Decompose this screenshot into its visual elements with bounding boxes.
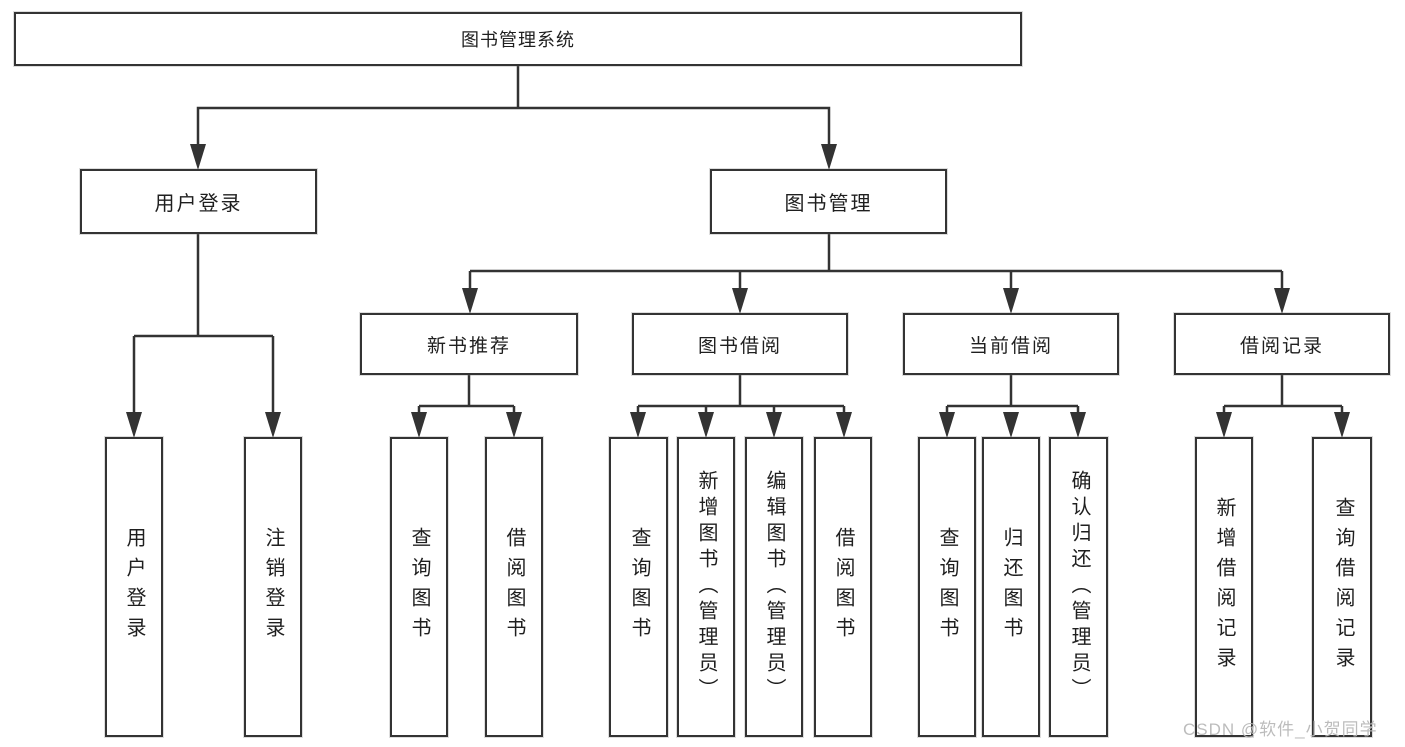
leaf-logout-login: 注销登录	[244, 437, 302, 737]
leaf-user-login: 用户登录	[105, 437, 163, 737]
leaf-edit-book-admin: 编辑图书（管理员）	[745, 437, 803, 737]
node-new-book-recommend: 新书推荐	[360, 313, 578, 375]
node-root-library-system: 图书管理系统	[14, 12, 1022, 66]
leaf-query-books-current: 查询图书	[918, 437, 976, 737]
node-user-login: 用户登录	[80, 169, 317, 234]
node-book-borrow: 图书借阅	[632, 313, 848, 375]
node-current-borrow: 当前借阅	[903, 313, 1119, 375]
arrowheads	[126, 144, 1350, 438]
watermark: CSDN @软件_小贺同学	[1183, 720, 1378, 739]
leaf-query-books-borrow: 查询图书	[609, 437, 668, 737]
leaf-add-book-admin: 新增图书（管理员）	[677, 437, 735, 737]
leaf-return-book: 归还图书	[982, 437, 1040, 737]
leaf-query-books-recommend: 查询图书	[390, 437, 448, 737]
node-book-management: 图书管理	[710, 169, 947, 234]
leaf-add-borrow-record: 新增借阅记录	[1195, 437, 1253, 737]
leaf-borrow-books-recommend: 借阅图书	[485, 437, 543, 737]
leaf-query-borrow-record: 查询借阅记录	[1312, 437, 1372, 737]
leaf-borrow-books: 借阅图书	[814, 437, 872, 737]
node-borrow-records: 借阅记录	[1174, 313, 1390, 375]
leaf-confirm-return-admin: 确认归还（管理员）	[1049, 437, 1108, 737]
